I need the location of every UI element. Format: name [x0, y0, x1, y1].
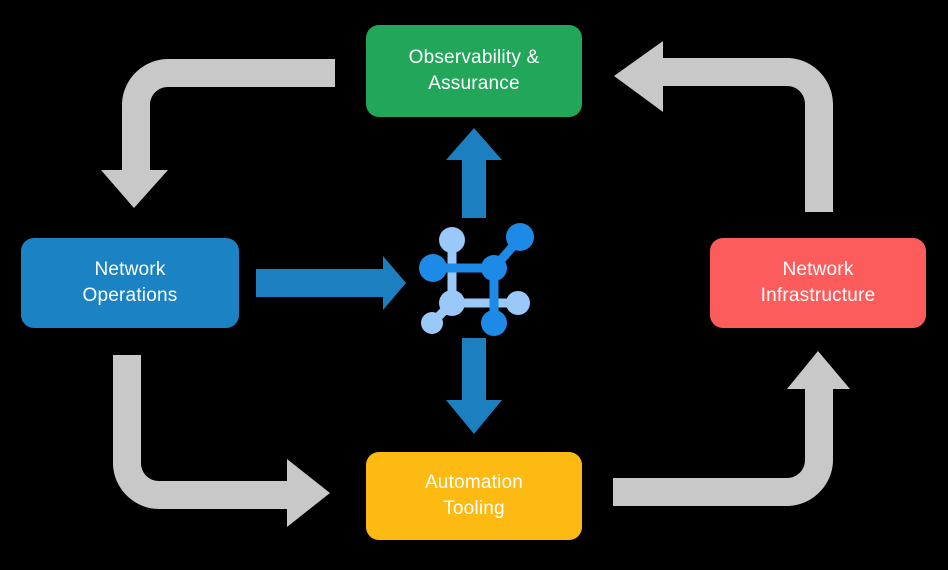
node-observability-assurance[interactable]: Observability & Assurance	[366, 25, 582, 117]
flow-arrow-center-to-automation	[446, 338, 502, 434]
topology-light-nodes	[421, 227, 530, 334]
cycle-arrow-operations-to-automation	[113, 355, 330, 527]
cycle-arrow-observability-to-operations	[101, 59, 335, 208]
node-operations-label: Network Operations	[82, 259, 178, 306]
cycle-arrow-automation-to-infrastructure	[613, 351, 850, 506]
node-observability-label: Observability & Assurance	[408, 47, 540, 94]
cycle-arrow-infrastructure-to-observability	[614, 41, 833, 212]
node-network-operations[interactable]: Network Operations	[21, 238, 239, 328]
node-automation-tooling[interactable]: Automation Tooling	[366, 452, 582, 540]
flow-arrow-center-to-observability	[446, 128, 502, 218]
node-infrastructure-label: Network Infrastructure	[760, 259, 876, 306]
topology-dark-nodes	[419, 223, 534, 336]
flow-arrow-operations-to-center	[256, 256, 406, 310]
node-network-infrastructure[interactable]: Network Infrastructure	[710, 238, 926, 328]
node-automation-label: Automation Tooling	[424, 472, 524, 519]
